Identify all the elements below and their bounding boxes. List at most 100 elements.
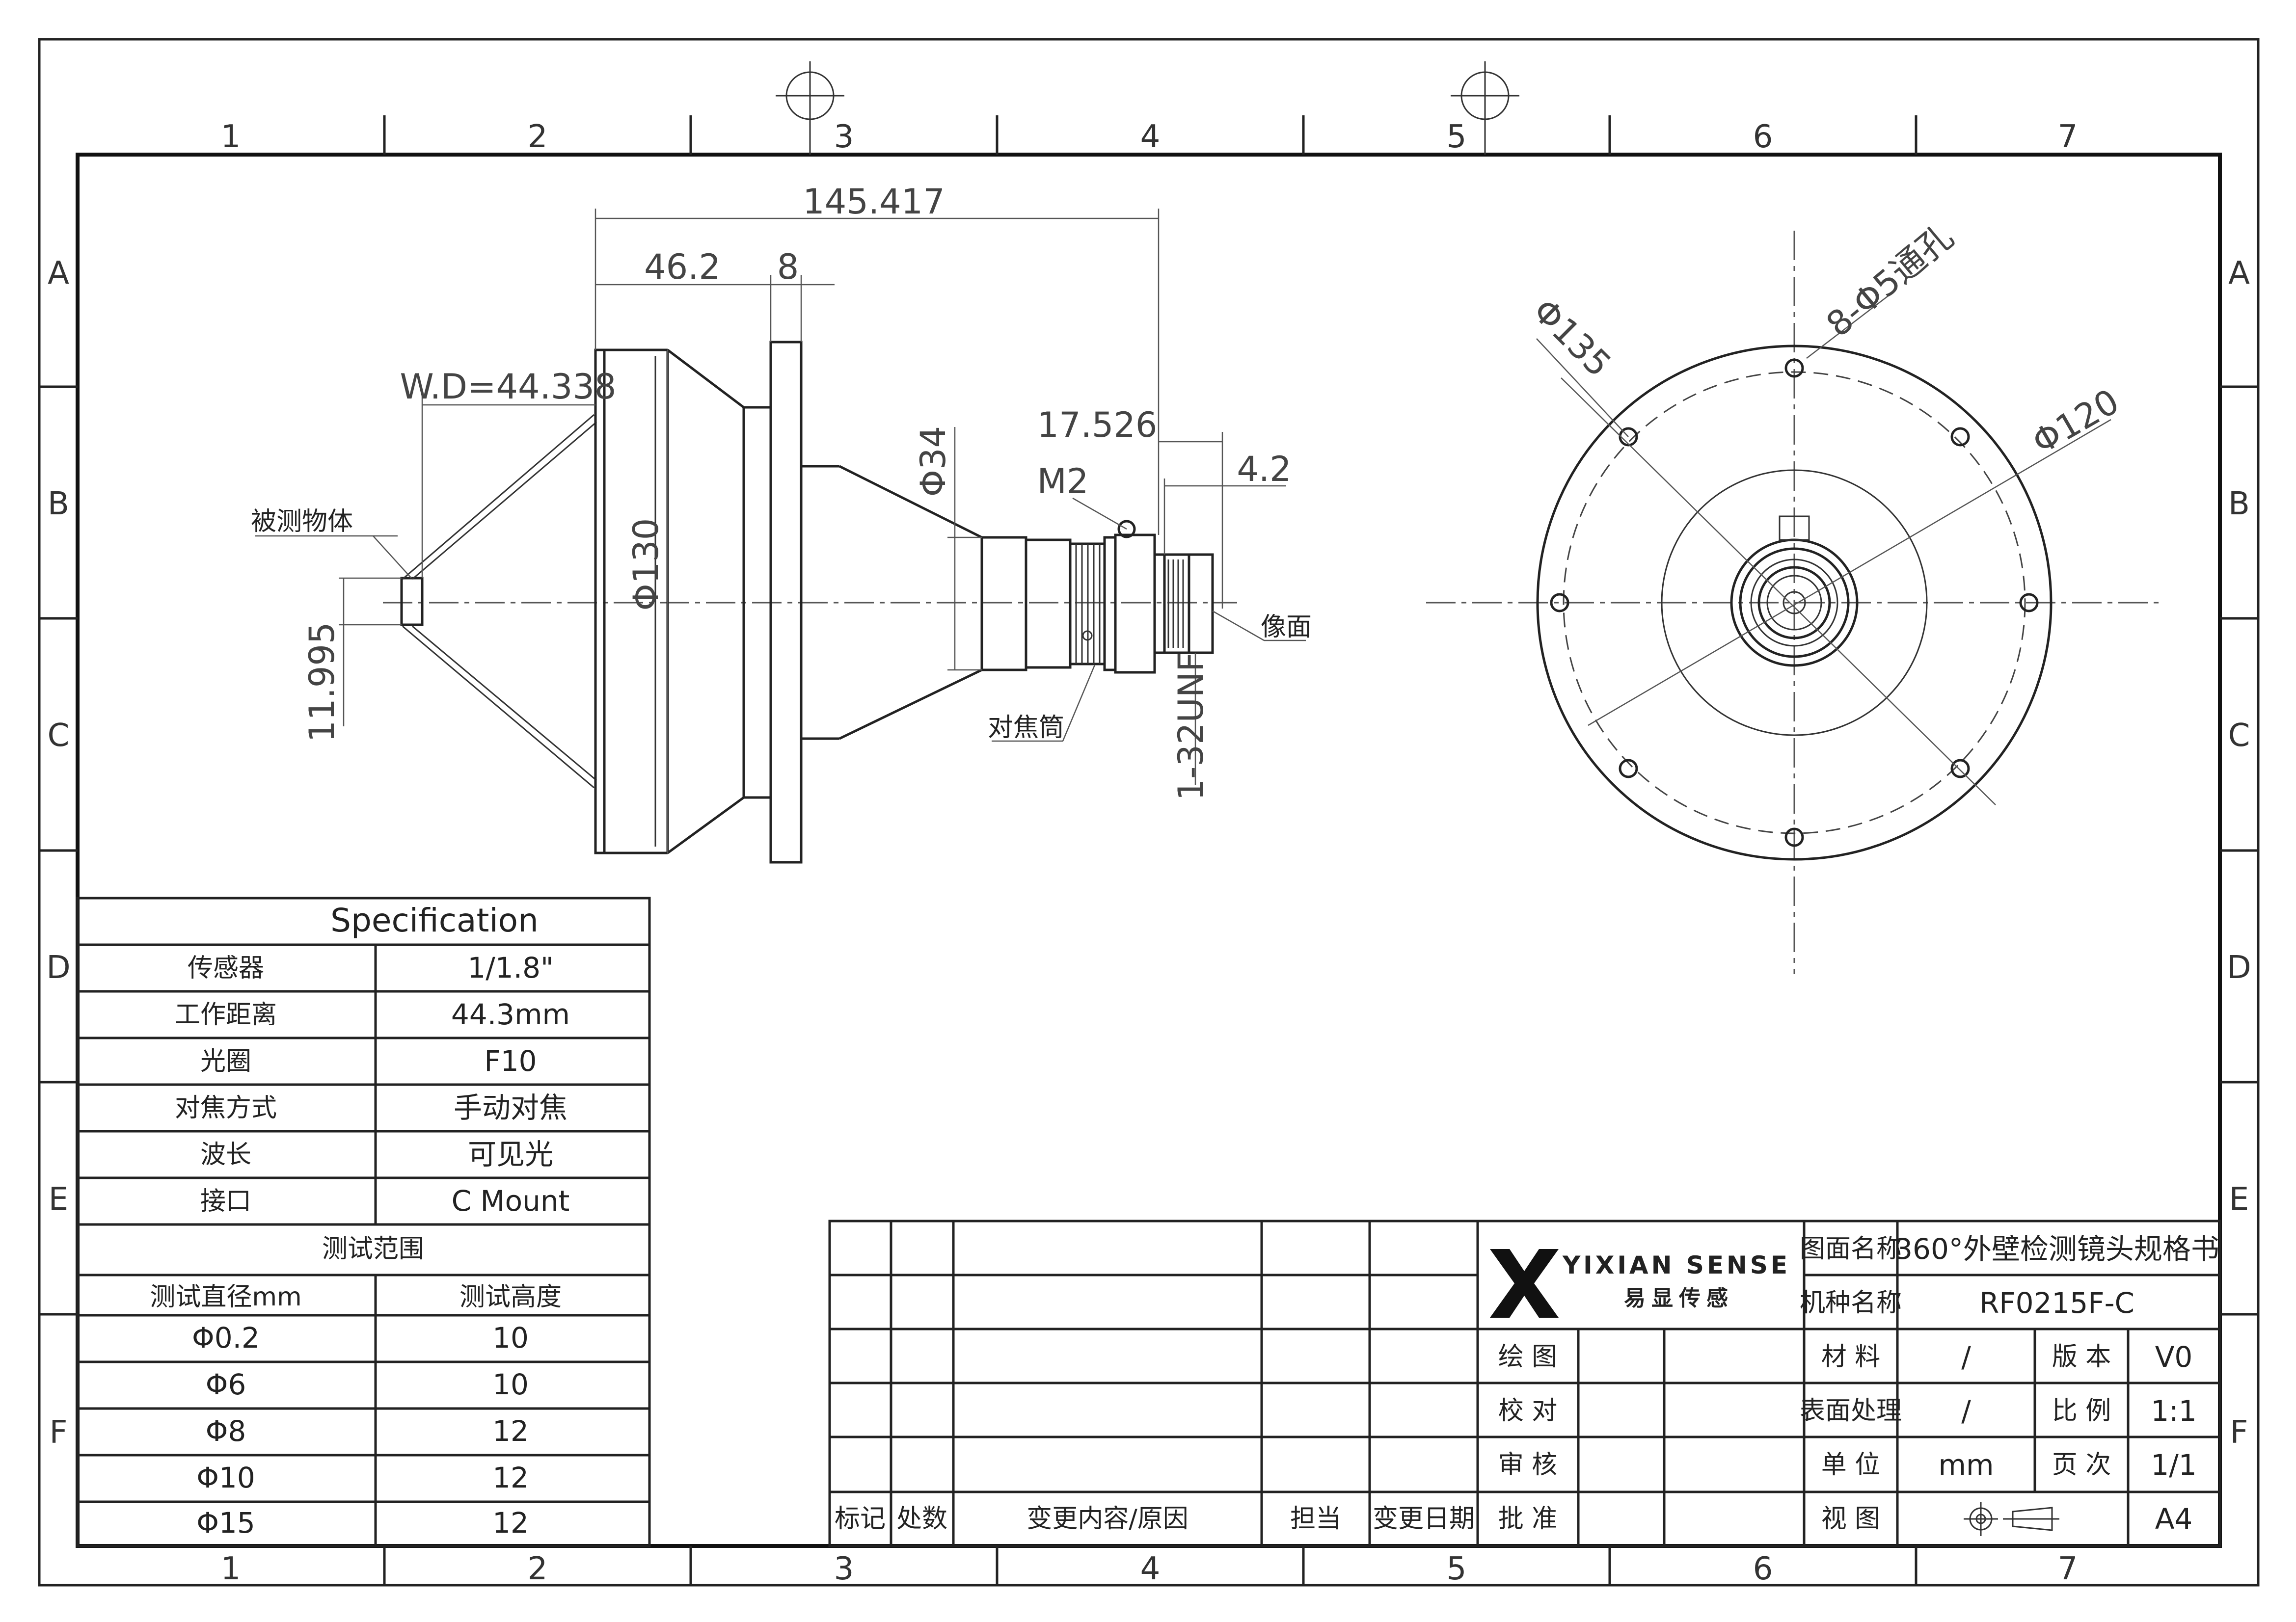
- zone-row-d-right: D: [2227, 950, 2251, 986]
- zone-row-b-right: B: [2228, 486, 2250, 522]
- specification-table: Specification 传感器 1/1.8" 工作距离 44.3mm 光圈 …: [76, 897, 651, 1547]
- zone-row-e-right: E: [2229, 1181, 2249, 1218]
- company-name-en: YIXIAN SENSE: [1562, 1251, 1790, 1279]
- scale-value: 1:1: [2151, 1394, 2196, 1428]
- spec-range-dia: Φ0.2: [192, 1321, 260, 1355]
- dim-thread: 1-32UNF: [1171, 652, 1211, 801]
- spec-label-focus: 对焦方式: [175, 1093, 277, 1123]
- spec-range-header-dia: 测试直径mm: [150, 1282, 301, 1312]
- spec-range-height: 10: [492, 1321, 529, 1355]
- label-scale: 比 例: [2052, 1396, 2111, 1426]
- zone-col-1-bottom: 1: [221, 1551, 241, 1587]
- unit-value: mm: [1939, 1448, 1994, 1482]
- lens-front-view: Φ135 Φ120 8-Φ5通孔: [1426, 216, 2160, 974]
- dim-face-diameter: Φ135: [1525, 291, 1619, 384]
- dim-front-length: 46.2: [644, 247, 721, 287]
- zone-col-6-bottom: 6: [1753, 1551, 1773, 1587]
- dim-overall-length: 145.417: [803, 182, 945, 222]
- spec-range-dia: Φ15: [196, 1506, 255, 1540]
- zone-row-c: C: [48, 718, 70, 754]
- rev-header-owner: 担当: [1290, 1504, 1341, 1534]
- label-approved: 批 准: [1498, 1504, 1558, 1534]
- label-page: 页 次: [2052, 1450, 2111, 1480]
- zone-row-a-right: A: [2228, 255, 2250, 292]
- zone-labels-top: 1 2 3 4 5 6 7: [221, 119, 2078, 155]
- spec-value-sensor: 1/1.8": [467, 951, 553, 984]
- test-object: [400, 577, 424, 626]
- spec-range-header-height: 测试高度: [459, 1282, 562, 1312]
- zone-row-d: D: [46, 950, 70, 986]
- spec-value-wavelength: 可见光: [468, 1138, 553, 1171]
- zone-row-a: A: [48, 255, 69, 292]
- zone-labels-bottom: 1 2 3 4 5 6 7: [221, 1551, 2078, 1587]
- model-number: RF0215F-C: [1979, 1286, 2134, 1320]
- spec-range-dia: Φ6: [206, 1368, 246, 1401]
- spec-label-wavelength: 波长: [200, 1140, 251, 1170]
- spec-range-height: 12: [492, 1506, 529, 1540]
- zone-col-2-bottom: 2: [528, 1551, 548, 1587]
- company-logo: YIXIAN SENSE 易显传感: [1490, 1249, 1790, 1318]
- label-reviewed: 审 核: [1498, 1450, 1558, 1480]
- dim-working-distance: W.D=44.338: [400, 367, 617, 407]
- rev-header-date: 变更日期: [1373, 1504, 1475, 1534]
- m2-screw: [1117, 520, 1136, 538]
- label-view: 视 图: [1821, 1504, 1881, 1534]
- dim-mount-length: 4.2: [1237, 449, 1291, 489]
- dim-flange-back: 17.526: [1037, 405, 1158, 445]
- label-material: 材 料: [1821, 1342, 1881, 1372]
- zone-row-f-right: F: [2230, 1414, 2248, 1451]
- zone-col-4-bottom: 4: [1140, 1551, 1161, 1587]
- spec-range-height: 12: [492, 1461, 529, 1494]
- label-drawn: 绘 图: [1498, 1342, 1558, 1372]
- spec-label-sensor: 传感器: [188, 954, 264, 983]
- callout-focus-ring: 对焦筒: [988, 713, 1064, 743]
- zone-col-1: 1: [221, 119, 241, 155]
- spec-label-working-distance: 工作距离: [175, 1000, 277, 1030]
- dim-bolt-circle: Φ120: [2026, 381, 2126, 462]
- label-checked: 校 对: [1498, 1396, 1558, 1426]
- label-unit: 单 位: [1821, 1450, 1881, 1480]
- zone-row-e: E: [49, 1181, 68, 1218]
- spec-value-mount: C Mount: [452, 1184, 570, 1218]
- zone-row-f: F: [50, 1414, 68, 1451]
- spec-range-dia: Φ10: [196, 1461, 255, 1494]
- rev-header-count: 处数: [896, 1504, 947, 1534]
- dim-holes: 8-Φ5通孔: [1819, 216, 1961, 345]
- zone-row-b: B: [48, 486, 69, 522]
- spec-range-height: 10: [492, 1368, 529, 1401]
- label-drawing-name: 图面名称: [1800, 1234, 1902, 1264]
- page-value: 1/1: [2151, 1448, 2196, 1482]
- label-surface: 表面处理: [1800, 1396, 1902, 1426]
- zone-col-6: 6: [1753, 119, 1773, 155]
- zone-col-2: 2: [528, 119, 548, 155]
- material-value: /: [1961, 1340, 1971, 1374]
- zone-col-3-bottom: 3: [834, 1551, 854, 1587]
- label-model: 机种名称: [1800, 1288, 1902, 1318]
- mounting-holes: [1550, 358, 2039, 847]
- zone-col-5-bottom: 5: [1447, 1551, 1467, 1587]
- surface-value: /: [1961, 1394, 1971, 1428]
- spec-value-focus: 手动对焦: [454, 1091, 567, 1124]
- side-view-dimensions: 145.417 46.2 8 W.D=44.338 11.995 Φ130 Φ3…: [251, 182, 1312, 853]
- focus-lock-hole: [1082, 630, 1093, 641]
- spec-range-height: 12: [492, 1414, 529, 1448]
- dim-object-height: 11.995: [302, 622, 342, 743]
- callout-image-plane: 像面: [1261, 612, 1312, 642]
- zone-col-7-bottom: 7: [2058, 1551, 2078, 1587]
- projection-symbol-icon: [1964, 1502, 2059, 1536]
- dim-screw: M2: [1037, 461, 1089, 502]
- zone-col-5: 5: [1447, 119, 1467, 155]
- spec-range-dia: Φ8: [206, 1414, 246, 1448]
- spec-label-aperture: 光圈: [200, 1047, 251, 1076]
- version-value: V0: [2155, 1340, 2193, 1374]
- zone-col-4: 4: [1140, 119, 1161, 155]
- spec-title: Specification: [330, 902, 539, 939]
- zone-row-c-right: C: [2228, 718, 2250, 754]
- company-name-cn: 易显传感: [1624, 1286, 1734, 1311]
- label-version: 版 本: [2052, 1342, 2111, 1372]
- paper-size: A4: [2155, 1502, 2193, 1536]
- dim-front-diameter: Φ130: [626, 518, 666, 611]
- spec-label-mount: 接口: [200, 1187, 251, 1216]
- zone-col-3: 3: [834, 119, 854, 155]
